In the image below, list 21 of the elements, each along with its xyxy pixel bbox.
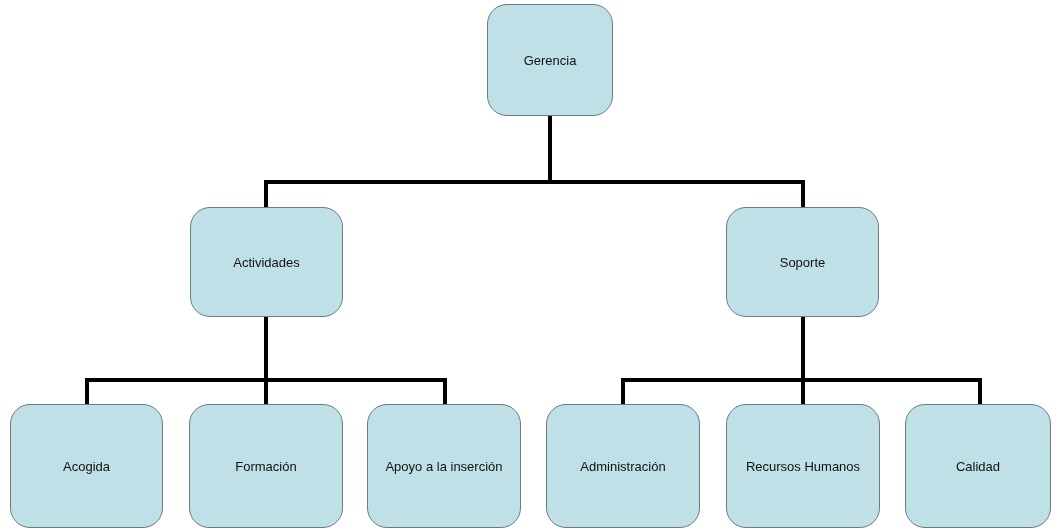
org-box [905,404,1051,528]
org-box [546,404,700,528]
box-label: Gerencia [523,52,577,68]
org-box [189,404,343,528]
org-box [726,207,879,317]
connector-line [264,317,447,404]
box-label: Administración [580,458,666,474]
connector-line [548,116,805,207]
org-box [487,4,613,116]
box-label: Acogida [63,458,110,474]
box-label: Formación [235,458,297,474]
org-box [190,207,343,317]
connector-line [801,317,982,404]
box-label: Calidad [955,458,1001,474]
box-label: Actividades [233,254,300,270]
box-label: Apoyo a la inserción [385,458,503,474]
box-label: Recursos Humanos [745,458,861,474]
org-box [726,404,880,528]
box-label: Soporte [779,254,826,270]
org-box [367,404,521,528]
org-box [10,404,163,528]
